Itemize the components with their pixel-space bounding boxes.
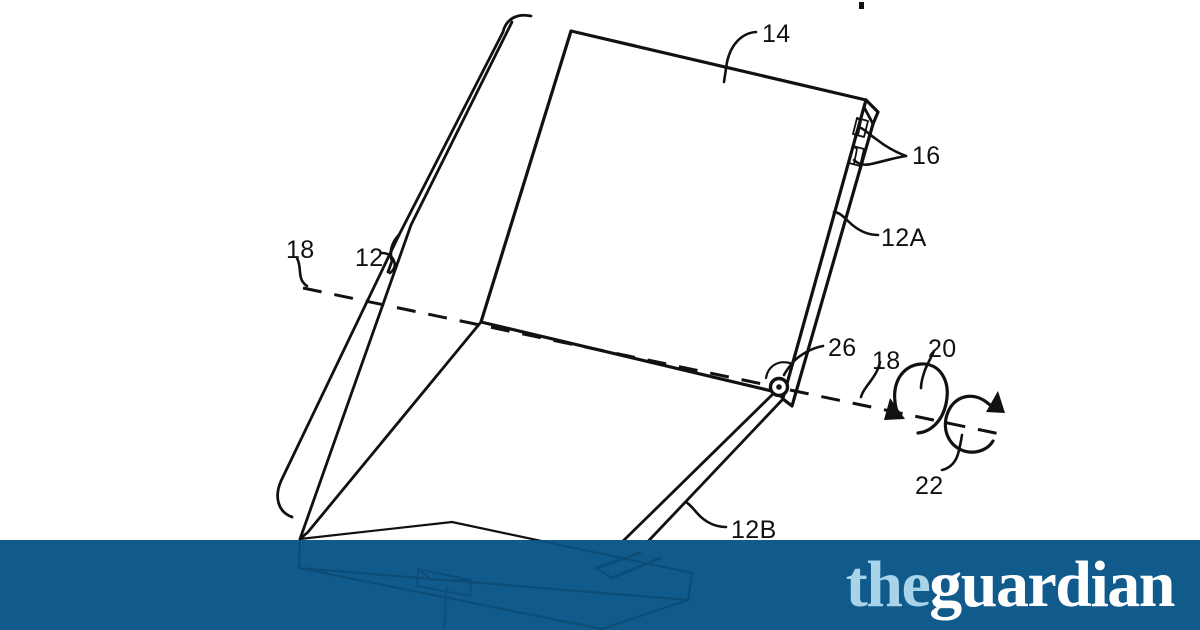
- side-buttons-16: [848, 117, 869, 167]
- rotation-arrow-20: [884, 362, 949, 435]
- leader-22: [940, 433, 964, 472]
- leader-12a: [832, 210, 880, 237]
- ref-label-18-right: 18: [872, 347, 901, 375]
- leader-26: [782, 344, 825, 377]
- logo-word-guardian: guardian: [929, 548, 1175, 621]
- ref-label-12: 12: [355, 244, 384, 272]
- leader-12b: [684, 500, 728, 529]
- leader-14: [722, 30, 758, 84]
- hinge-pivot-26: [764, 361, 792, 398]
- lower-panel-under-banner: [594, 551, 662, 580]
- leader-18-left: [295, 256, 309, 288]
- banner-underdrawing: [297, 540, 694, 630]
- scan-speck: [859, 2, 864, 9]
- ref-label-12a: 12A: [881, 224, 927, 252]
- base-slab-under-banner: [297, 540, 694, 630]
- rotation-arrow-22: [943, 391, 1005, 454]
- logo-word-the: the: [845, 548, 931, 621]
- ref-label-22: 22: [915, 472, 944, 500]
- ref-label-18-left: 18: [286, 236, 315, 264]
- upper-panel-12a: [479, 29, 880, 408]
- ref-label-14: 14: [762, 20, 791, 48]
- leader-20: [919, 349, 936, 390]
- the-guardian-logo: theguardian: [846, 552, 1176, 618]
- leader-12: [380, 251, 397, 275]
- ref-label-26: 26: [828, 334, 857, 362]
- leader-18-right: [859, 360, 882, 399]
- left-folded-panel: [276, 13, 533, 541]
- leader-16: [852, 126, 908, 167]
- ref-label-16: 16: [912, 142, 941, 170]
- ref-label-12b: 12B: [731, 516, 777, 544]
- ref-label-20: 20: [928, 335, 957, 363]
- guardian-banner: theguardian: [0, 540, 1200, 630]
